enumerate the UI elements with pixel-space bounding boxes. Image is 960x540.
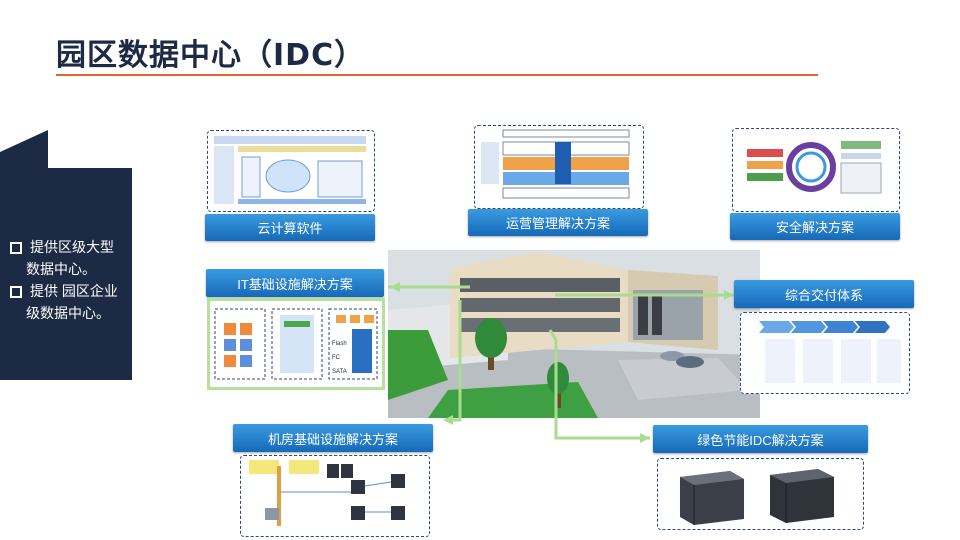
page-title: 园区数据中心（IDC） <box>56 38 366 73</box>
security-label: 安全解决方案 <box>730 213 900 240</box>
delivery-panel <box>740 312 910 394</box>
cloud-label: 云计算软件 <box>205 214 375 241</box>
room-infra-panel <box>240 455 430 537</box>
cloud-architecture-diagram <box>214 136 366 204</box>
ops-panel <box>474 125 644 209</box>
side-bullet-2: 提供 园区企业 <box>10 280 130 302</box>
side-panel-text: 提供区级大型 数据中心。 提供 园区企业 级数据中心。 <box>10 236 130 324</box>
checkbox-bullet-icon <box>10 242 22 255</box>
room-infra-label: 机房基础设施解决方案 <box>233 424 433 452</box>
it-infra-item-1: Flash <box>332 341 347 347</box>
delivery-process-diagram <box>759 321 901 383</box>
title-underline <box>56 74 818 76</box>
side-bullet-1: 提供区级大型 <box>10 236 130 258</box>
side-bullet-2-cont: 级数据中心。 <box>26 305 110 321</box>
it-infra-label: IT基础设施解决方案 <box>206 269 384 297</box>
security-diagram <box>747 141 882 194</box>
ops-management-diagram <box>481 129 630 199</box>
it-infra-item-3: SATA <box>332 369 347 375</box>
checkbox-bullet-icon <box>10 286 22 299</box>
green-idc-diagram <box>680 469 834 525</box>
green-idc-panel <box>657 458 864 530</box>
green-idc-label: 绿色节能IDC解决方案 <box>653 425 868 453</box>
cloud-panel <box>207 130 375 212</box>
datacenter-building-illustration <box>388 250 760 418</box>
it-infra-diagram <box>214 308 378 380</box>
room-infra-diagram <box>249 460 405 526</box>
security-panel <box>732 128 900 212</box>
delivery-label: 综合交付体系 <box>734 280 914 308</box>
side-bullet-1-cont: 数据中心。 <box>26 261 96 277</box>
it-infra-item-2: FC <box>332 355 340 361</box>
it-infra-panel: Flash FC SATA <box>207 298 385 390</box>
side-panel <box>0 130 132 380</box>
ops-label: 运营管理解决方案 <box>468 209 648 236</box>
